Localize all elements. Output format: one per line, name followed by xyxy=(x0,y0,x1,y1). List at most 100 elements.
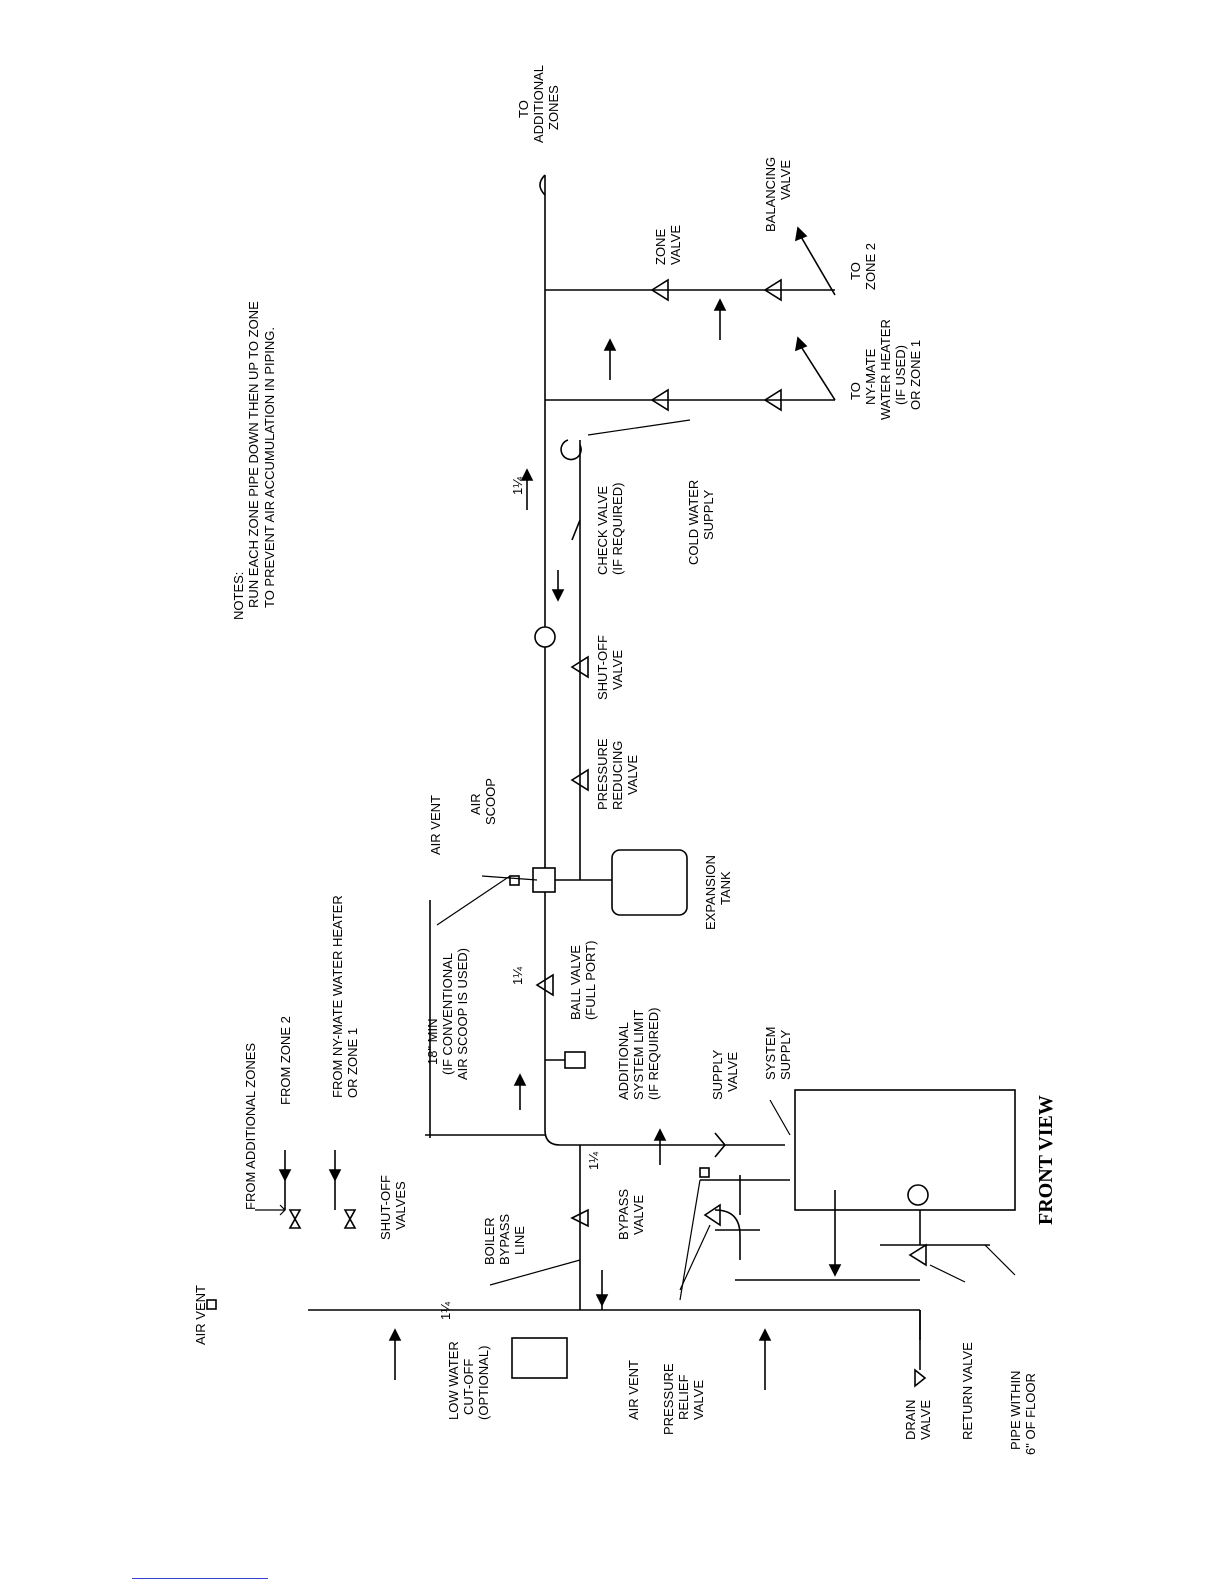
label-to-nymate-4: (IF USED) xyxy=(893,345,908,405)
label-low-water-2: CUT-OFF xyxy=(461,1359,476,1415)
shutoff-valve-zone2 xyxy=(288,1209,302,1229)
label-shutoff-valve-2: VALVE xyxy=(610,650,625,690)
piping-lines xyxy=(308,175,990,1370)
label-to-nymate-2: NY-MATE xyxy=(863,348,878,405)
label-air-scoop-2: SCOOP xyxy=(483,778,498,825)
label-pipe-size-c: 1¼ xyxy=(510,967,525,985)
label-air-vent-mid: AIR VENT xyxy=(626,1360,641,1420)
label-ball-valve-1: BALL VALVE xyxy=(568,945,583,1020)
shutoff-valve-cold xyxy=(570,655,589,679)
label-pipe-within-1: PIPE WITHIN xyxy=(1008,1371,1023,1450)
expansion-tank xyxy=(611,849,688,916)
label-expansion-tank-2: TANK xyxy=(718,871,733,905)
label-from-zone-2: FROM ZONE 2 xyxy=(278,1016,293,1105)
label-zone-valve-1: ZONE xyxy=(653,229,668,265)
label-boiler-bypass-3: LINE xyxy=(512,1226,527,1255)
additional-zones-hook-icon xyxy=(539,174,546,196)
label-pipe-size-d: 1¼ xyxy=(510,477,525,495)
supply-valve xyxy=(714,1132,727,1158)
label-low-water-3: (OPTIONAL) xyxy=(476,1346,491,1420)
label-boiler-bypass-2: BYPASS xyxy=(497,1214,512,1265)
label-additional-limit-1: ADDITIONAL xyxy=(616,1022,631,1100)
label-to-nymate-5: OR ZONE 1 xyxy=(908,340,923,410)
low-water-cutoff-box xyxy=(511,1337,568,1379)
label-from-nymate-1: FROM NY-MATE WATER HEATER xyxy=(330,895,345,1098)
label-to-zone2-2: ZONE 2 xyxy=(863,243,878,290)
additional-limit-box xyxy=(564,1051,586,1069)
label-pressure-reducing-2: REDUCING xyxy=(610,741,625,810)
label-air-vent-top: AIR VENT xyxy=(193,1285,208,1345)
label-pressure-relief-3: VALVE xyxy=(691,1380,706,1420)
label-pipe-size-b: 1¼ xyxy=(586,1152,601,1170)
label-balancing-valve-2: VALVE xyxy=(778,160,793,200)
label-to-additional-2: ADDITIONAL xyxy=(531,65,546,143)
label-min-dim-2: (IF CONVENTIONAL xyxy=(440,953,455,1075)
label-min-dim-3: AIR SCOOP IS USED) xyxy=(455,948,470,1080)
pressure-reducing-valve xyxy=(570,768,589,792)
label-pressure-reducing-1: PRESSURE xyxy=(595,738,610,810)
label-additional-limit-2: SYSTEM LIMIT xyxy=(631,1010,646,1100)
circulator-icon xyxy=(534,626,556,648)
return-valve xyxy=(908,1243,927,1267)
air-vent-mid-icon xyxy=(699,1167,710,1178)
zone-valve-1 xyxy=(650,388,669,412)
label-expansion-tank-1: EXPANSION xyxy=(703,855,718,930)
drain-valve xyxy=(914,1368,927,1388)
bypass-valve xyxy=(570,1208,589,1228)
label-shutoff-valves-1: SHUT-OFF xyxy=(378,1175,393,1240)
notes-heading: NOTES: xyxy=(231,572,246,620)
label-pressure-relief-1: PRESSURE xyxy=(661,1363,676,1435)
leader-lines xyxy=(436,419,1016,1301)
air-vent-top-icon xyxy=(206,1299,217,1310)
balancing-valve-2 xyxy=(763,278,782,302)
label-return-valve: RETURN VALVE xyxy=(960,1342,975,1440)
label-ball-valve-2: (FULL PORT) xyxy=(583,941,598,1020)
label-cold-water-2: SUPPLY xyxy=(701,489,716,540)
label-air-vent-scoop: AIR VENT xyxy=(428,795,443,855)
label-pipe-within-2: 6" OF FLOOR xyxy=(1023,1373,1038,1455)
label-low-water-1: LOW WATER xyxy=(446,1341,461,1420)
label-shutoff-valve-1: SHUT-OFF xyxy=(595,635,610,700)
notes-line1: RUN EACH ZONE PIPE DOWN THEN UP TO ZONE xyxy=(246,301,261,608)
label-pipe-size-a: 1¼ xyxy=(438,1302,453,1320)
air-vent-scoop-icon xyxy=(509,875,520,886)
label-supply-valve-2: VALVE xyxy=(725,1052,740,1092)
balancing-valve-1 xyxy=(763,388,782,412)
label-check-valve-1: CHECK VALVE xyxy=(595,486,610,575)
label-from-nymate-2: OR ZONE 1 xyxy=(345,1028,360,1098)
label-system-supply-2: SUPPLY xyxy=(778,1029,793,1080)
footer-rule xyxy=(132,1578,268,1579)
label-zone-valve-2: VALVE xyxy=(668,225,683,265)
boiler-body xyxy=(794,1089,1016,1211)
label-from-additional-zones: FROM ADDITIONAL ZONES xyxy=(243,1043,258,1210)
label-shutoff-valves-2: VALVES xyxy=(393,1181,408,1230)
cold-water-hook-icon xyxy=(560,439,582,461)
ball-valve xyxy=(535,973,554,997)
label-supply-valve-1: SUPPLY xyxy=(710,1049,725,1100)
pressure-relief-valve xyxy=(703,1203,721,1227)
label-bypass-valve-1: BYPASS xyxy=(616,1189,631,1240)
valves xyxy=(288,278,927,1388)
diagram-labels: NOTES: RUN EACH ZONE PIPE DOWN THEN UP T… xyxy=(193,65,1057,1455)
label-pressure-reducing-3: VALVE xyxy=(625,755,640,795)
notes-line2: TO PREVENT AIR ACCUMULATION IN PIPING. xyxy=(262,327,277,608)
label-balancing-valve-1: BALANCING xyxy=(763,157,778,232)
label-to-nymate-3: WATER HEATER xyxy=(878,319,893,420)
label-drain-valve-1: DRAIN xyxy=(903,1400,918,1440)
label-air-scoop-1: AIR xyxy=(468,793,483,815)
zone-valve-2 xyxy=(650,278,669,302)
label-min-dim-1: 18" MIN xyxy=(425,1018,440,1065)
label-system-supply-1: SYSTEM xyxy=(763,1027,778,1080)
label-drain-valve-2: VALVE xyxy=(918,1400,933,1440)
check-valve xyxy=(571,519,581,541)
label-to-zone2-1: TO xyxy=(848,262,863,280)
shutoff-valve-nymate xyxy=(343,1209,357,1229)
label-boiler-bypass-1: BOILER xyxy=(482,1217,497,1265)
label-additional-limit-3: (IF REQUIRED) xyxy=(646,1008,661,1100)
label-bypass-valve-2: VALVE xyxy=(631,1195,646,1235)
label-cold-water-1: COLD WATER xyxy=(686,480,701,565)
boiler-gauge-icon xyxy=(907,1184,929,1206)
label-to-additional-1: TO xyxy=(516,100,531,118)
label-to-nymate-1: TO xyxy=(848,382,863,400)
